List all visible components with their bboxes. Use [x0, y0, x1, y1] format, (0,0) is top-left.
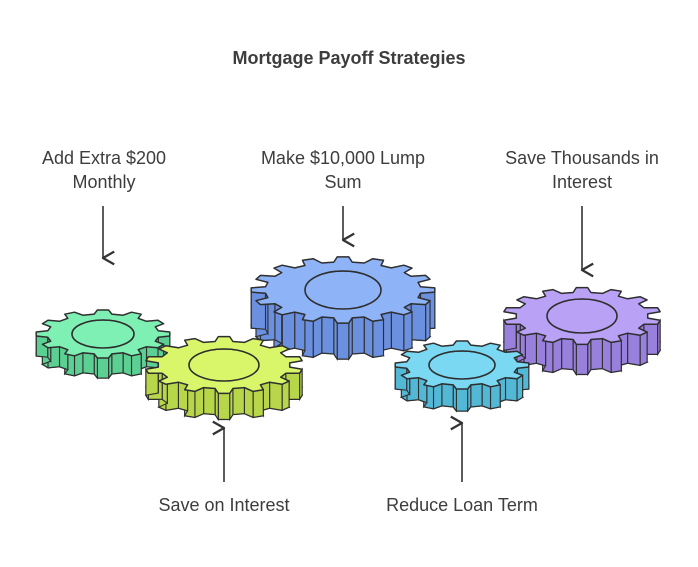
gear-blue-side: [425, 299, 431, 342]
gear-blue-side: [312, 316, 323, 359]
label-add-extra: Add Extra $200 Monthly: [14, 146, 194, 194]
label-lump-sum-line2: Sum: [324, 172, 362, 192]
gear-purple-side: [561, 338, 574, 371]
gear-blue-side: [281, 311, 296, 352]
gear-lime-side: [281, 380, 290, 412]
gear-lime: [144, 335, 304, 422]
gear-green-side: [82, 352, 95, 375]
gear-blue-side: [321, 316, 335, 355]
gear-lime-side: [232, 387, 245, 416]
gear-green-side: [130, 353, 142, 377]
gear-purple-side: [590, 338, 603, 371]
gear-lime-side: [243, 386, 254, 419]
gear-cyan-side: [394, 366, 408, 391]
gear-purple-side: [639, 331, 648, 367]
label-reduce-term-text: Reduce Loan Term: [386, 495, 538, 515]
gear-blue-hole-rim: [304, 270, 382, 291]
gear-purple-side: [575, 343, 589, 375]
gear-cyan-side: [504, 377, 518, 402]
gear-lime-hole-rim: [188, 348, 260, 366]
label-save-interest-text: Save on Interest: [158, 495, 290, 515]
gear-cyan-side: [470, 383, 483, 408]
gear-cyan-side: [432, 383, 443, 410]
gear-blue-side: [390, 311, 405, 352]
gear-green-side: [111, 352, 124, 375]
gear-cyan-side: [481, 383, 492, 410]
gear-purple-side: [610, 340, 622, 374]
gear-lime-side: [203, 387, 216, 416]
label-add-extra-line2: Monthly: [72, 172, 136, 192]
label-lump-sum-line1: Make $10,000 Lump: [260, 148, 426, 168]
gear-lime-side: [217, 392, 231, 420]
label-save-thousands: Save Thousands in Interest: [485, 146, 679, 194]
gear-blue-side: [250, 291, 267, 330]
gear-blue: [250, 256, 436, 361]
gear-green-hole-rim: [71, 319, 135, 335]
gear-purple-side: [552, 337, 563, 374]
label-save-thousands-line1: Save Thousands in: [505, 148, 659, 168]
gear-blue-side: [410, 303, 427, 342]
gear-purple-hole-rim: [546, 298, 618, 317]
label-add-extra-line1: Add Extra $200: [41, 148, 167, 168]
gear-lime-side: [269, 381, 283, 411]
diagram-title: Mortgage Payoff Strategies: [232, 48, 466, 68]
gear-blue-side: [336, 322, 350, 360]
gear-cyan-side: [489, 384, 501, 410]
gear-blue-side: [403, 311, 413, 352]
gear-lime-side: [194, 386, 205, 419]
gear-green-side: [122, 352, 133, 377]
gear-purple-side: [601, 337, 612, 374]
gear-green: [35, 309, 171, 380]
gear-lime-side: [252, 389, 264, 419]
label-save-interest: Save on Interest: [134, 493, 314, 517]
gear-blue-side: [363, 316, 374, 359]
gear-purple-side: [627, 332, 641, 366]
label-reduce-term: Reduce Loan Term: [362, 493, 562, 517]
label-save-thousands-line2: Interest: [551, 172, 613, 192]
gear-green-side: [73, 352, 84, 377]
gear-green-side: [96, 357, 110, 379]
gear-blue-side: [351, 316, 365, 355]
gear-cyan-hole-rim: [428, 350, 496, 366]
label-lump-sum: Make $10,000 Lump Sum: [243, 146, 443, 194]
gear-cyan-side: [455, 388, 469, 412]
gear-cyan-side: [441, 383, 454, 408]
gear-blue-side: [372, 319, 385, 358]
gear-cyan: [394, 340, 530, 413]
gear-purple: [502, 286, 662, 377]
